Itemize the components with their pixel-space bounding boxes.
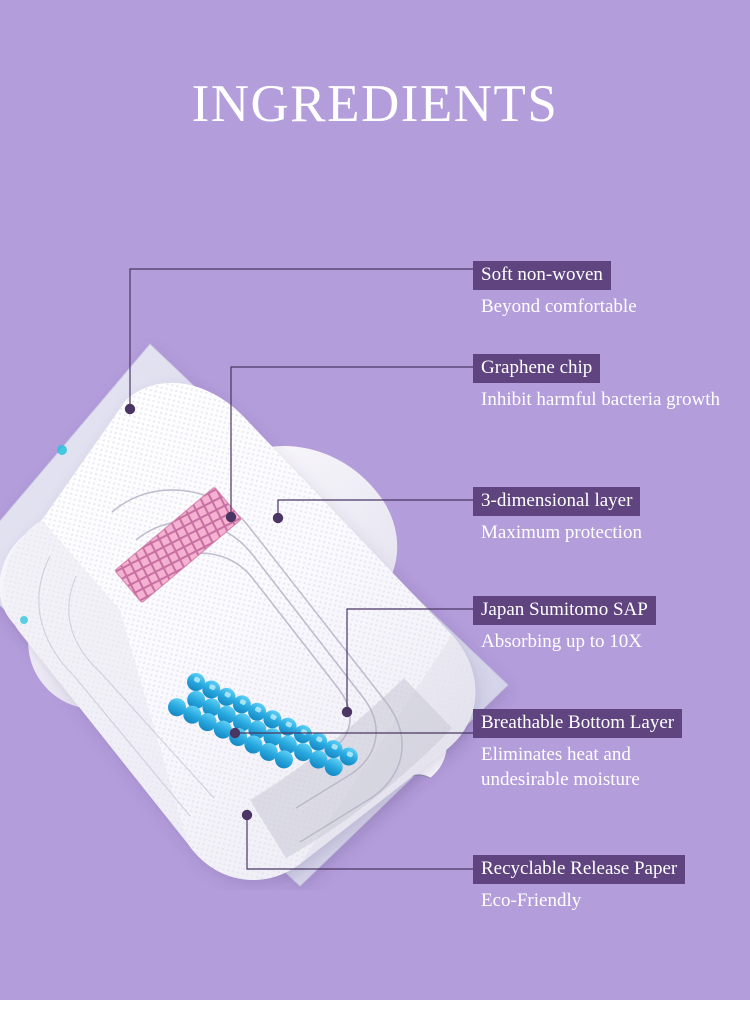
callout-description: Beyond comfortable [481,296,637,318]
callout-badge: Recyclable Release Paper [473,855,686,885]
callout-breathable-bottom-layer: Breathable Bottom Layer Eliminates heat … [473,709,723,792]
callout-badge: Breathable Bottom Layer [473,709,683,739]
edge-accent-dot [20,616,28,624]
callout-japan-sumitomo-sap: Japan Sumitomo SAP Absorbing up to 10X [473,596,656,655]
callout-description: Eliminates heat and undesirable moisture [481,744,640,790]
callout-badge: Graphene chip [473,354,601,384]
callout-graphene-chip: Graphene chip Inhibit harmful bacteria g… [473,354,720,413]
page-title: INGREDIENTS [191,75,559,133]
product-illustration [0,343,509,887]
callout-description: Maximum protection [481,522,642,544]
callout-recyclable-release-paper: Recyclable Release Paper Eco-Friendly [473,855,686,914]
callout-soft-non-woven: Soft non-woven Beyond comfortable [473,261,637,320]
callout-description: Eco-Friendly [481,890,582,912]
edge-accent-dot [57,445,67,455]
bottom-white-strip [0,1000,750,1009]
callout-badge: Japan Sumitomo SAP [473,596,656,626]
callout-description: Absorbing up to 10X [481,631,642,653]
callout-badge: 3-dimensional layer [473,487,641,517]
sap-bead-row [168,673,358,776]
callout-badge: Soft non-woven [473,261,611,291]
pad-body [4,382,476,881]
graphene-chip-patch [115,487,242,603]
callout-3-dimensional-layer: 3-dimensional layer Maximum protection [473,487,642,546]
callout-description: Inhibit harmful bacteria growth [481,389,721,411]
